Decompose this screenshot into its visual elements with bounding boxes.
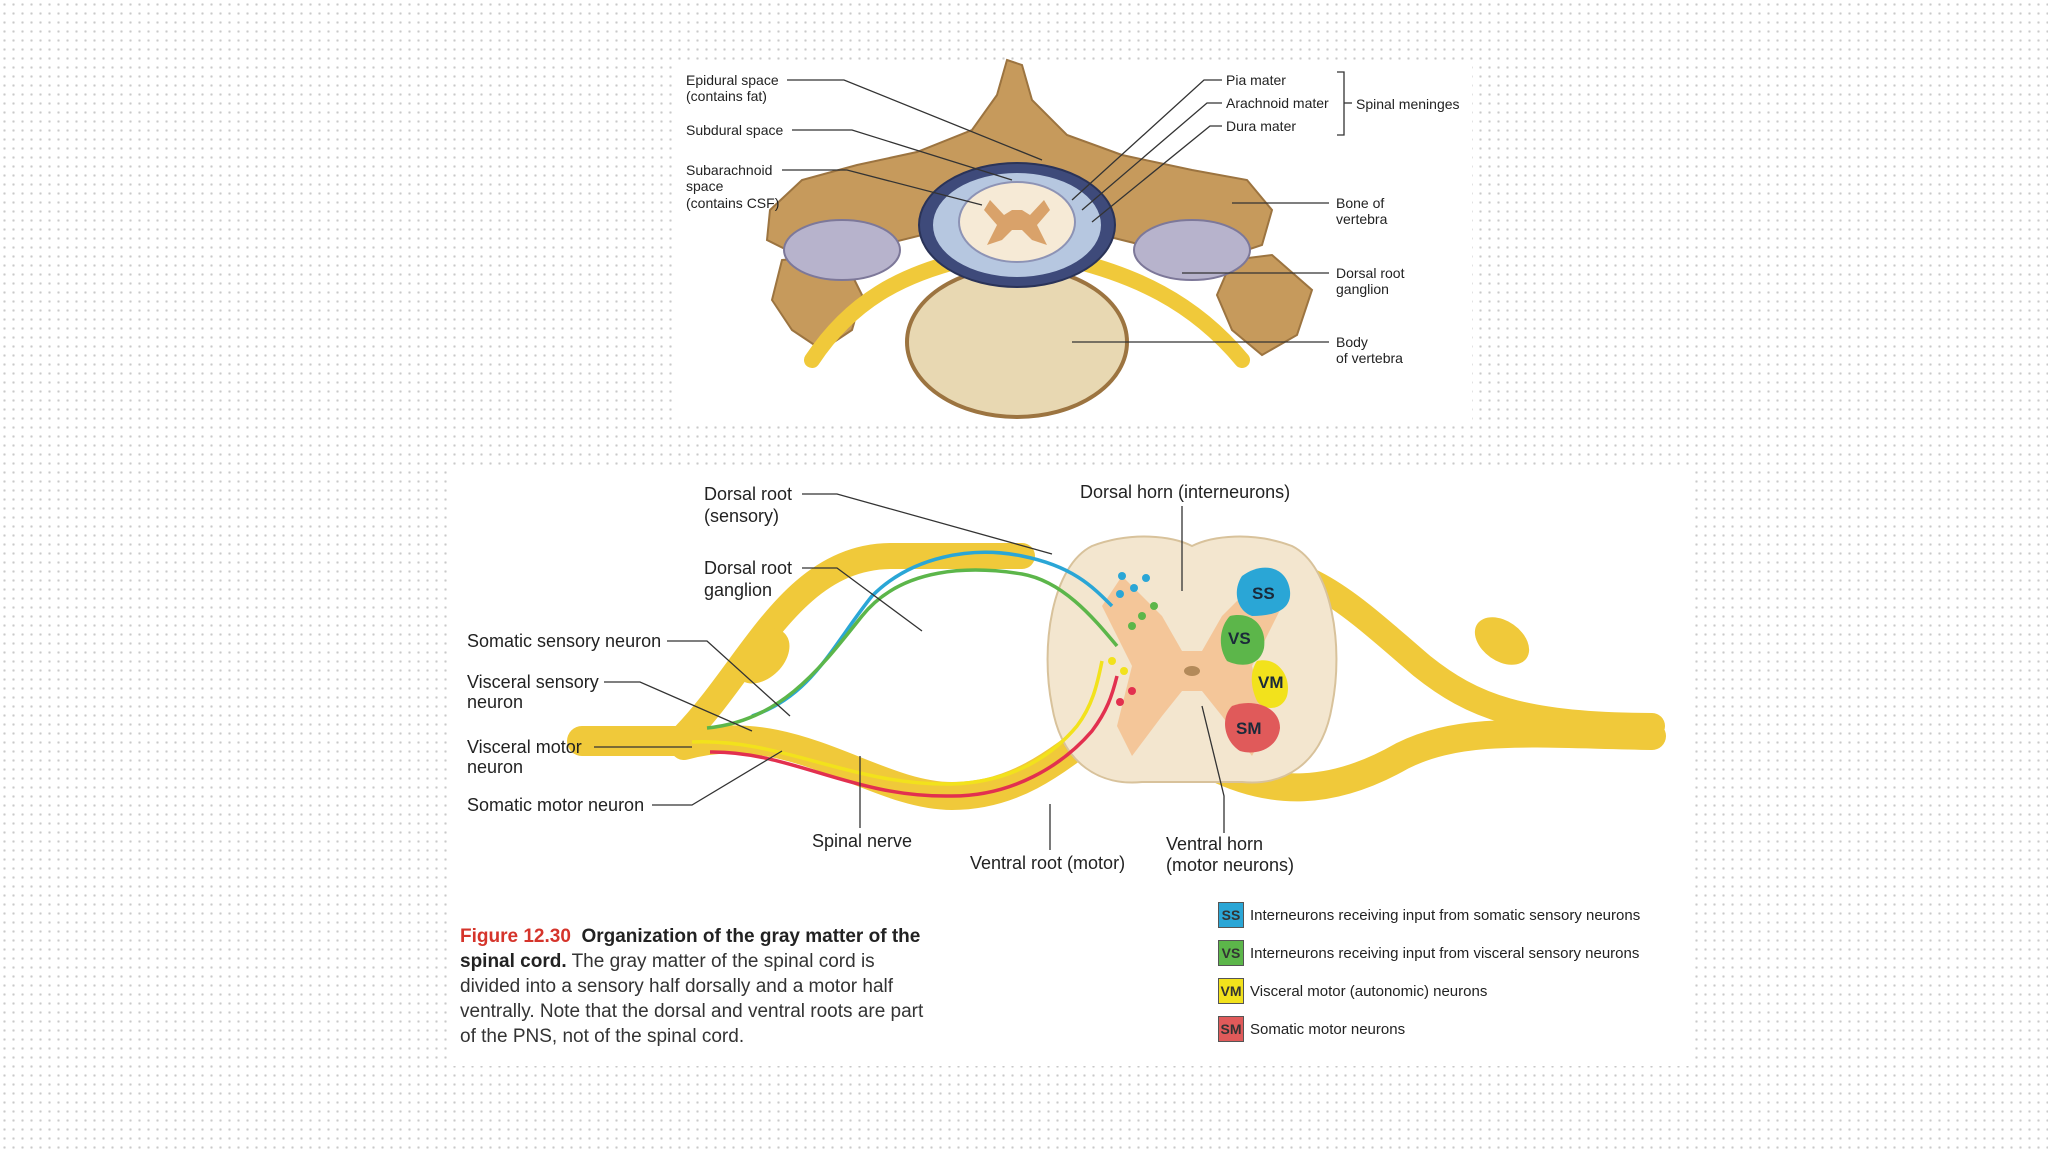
label-ventral-horn: Ventral horn (motor neurons) <box>1166 834 1294 875</box>
legend-text-ss: Interneurons receiving input from somati… <box>1250 906 1641 924</box>
region-legend: SS Interneurons receiving input from som… <box>1218 896 1640 1048</box>
label-subdural-space: Subdural space <box>686 122 784 138</box>
dorsal-root-nerve <box>671 543 1035 749</box>
label-spinal-meninges: Spinal meninges <box>1356 96 1460 112</box>
legend-item-vm: VM Visceral motor (autonomic) neurons <box>1218 972 1640 1010</box>
legend-swatch-ss: SS <box>1218 902 1244 928</box>
label-visceral-sensory-neuron: Visceral sensory neuron <box>467 672 604 712</box>
figure-caption: Figure 12.30 Organization of the gray ma… <box>460 924 930 1049</box>
legend-swatch-vm: VM <box>1218 978 1244 1004</box>
label-subarachnoid-space: Subarachnoid space (contains CSF) <box>686 162 779 211</box>
region-vm-label: VM <box>1258 673 1284 692</box>
top-labels: Epidural space (contains fat) Subdural s… <box>686 72 1460 366</box>
region-ss-shape <box>1236 567 1291 616</box>
label-bone-of-vertebra: Bone of vertebra <box>1336 195 1388 227</box>
label-dorsal-root-ganglion-top: Dorsal root ganglion <box>1336 265 1408 297</box>
legend-swatch-sm: SM <box>1218 1016 1244 1042</box>
gray-matter-shape <box>984 200 1050 245</box>
legend-item-vs: VS Interneurons receiving input from vis… <box>1218 934 1640 972</box>
region-vm-shape <box>1251 660 1288 708</box>
gray-matter-organization-panel: SS VS VM SM Dorsal root (sensory) Dorsal… <box>452 466 1692 1066</box>
central-canal <box>1184 666 1200 676</box>
label-somatic-motor-neuron: Somatic motor neuron <box>467 795 644 815</box>
spinal-nerve-left <box>804 252 970 368</box>
articular-facet-left <box>783 219 901 281</box>
region-sm-shape <box>1225 702 1280 753</box>
label-spinal-nerve: Spinal nerve <box>812 831 912 851</box>
interneuron-dots <box>1108 572 1158 706</box>
legend-item-sm: SM Somatic motor neurons <box>1218 1010 1640 1048</box>
label-dorsal-root-ganglion: Dorsal root ganglion <box>704 558 797 600</box>
bottom-leader-lines <box>594 493 1225 850</box>
legend-item-ss: SS Interneurons receiving input from som… <box>1218 896 1640 934</box>
figure-caption-text: The gray matter of the spinal cord is di… <box>460 951 924 1047</box>
dorsal-root-ganglion-shape <box>734 628 790 684</box>
label-visceral-motor-neuron: Visceral motor neuron <box>467 737 587 777</box>
articular-facet-right <box>1133 219 1251 281</box>
region-vs-label: VS <box>1228 629 1251 648</box>
region-sm-label: SM <box>1236 719 1262 738</box>
visceral-motor-neuron-line <box>691 660 1104 786</box>
bottom-labels: Dorsal root (sensory) Dorsal horn (inter… <box>467 482 1294 875</box>
vertebra-illustration: Epidural space (contains fat) Subdural s… <box>686 58 1460 419</box>
visceral-sensory-neuron-line <box>706 568 1119 730</box>
spinal-nerve-right <box>1064 252 1250 368</box>
right-ganglion-shape <box>1474 617 1530 665</box>
label-epidural-space: Epidural space (contains fat) <box>686 72 783 104</box>
label-dorsal-horn: Dorsal horn (interneurons) <box>1080 482 1290 502</box>
right-nerve-lower <box>1198 719 1666 802</box>
region-ss-label: SS <box>1252 584 1275 603</box>
legend-text-vs: Interneurons receiving input from viscer… <box>1250 944 1640 962</box>
label-pia-mater: Pia mater <box>1226 72 1286 88</box>
transverse-process-right <box>1215 253 1314 357</box>
legend-text-sm: Somatic motor neurons <box>1250 1020 1406 1038</box>
figure-number: Figure 12.30 <box>460 926 571 947</box>
right-dorsal-root <box>1457 886 1462 896</box>
label-ventral-root: Ventral root (motor) <box>970 853 1125 873</box>
figure-title: Organization of the gray matter of the s… <box>460 926 921 972</box>
label-body-of-vertebra: Body of vertebra <box>1336 334 1403 366</box>
vertebra-cross-section-panel: Epidural space (contains fat) Subdural s… <box>672 58 1472 422</box>
label-dorsal-root: Dorsal root (sensory) <box>704 484 797 526</box>
legend-swatch-vs: VS <box>1218 940 1244 966</box>
legend-text-vm: Visceral motor (autonomic) neurons <box>1250 982 1488 1000</box>
somatic-motor-neuron-line <box>709 675 1119 798</box>
region-vs-shape <box>1220 615 1265 665</box>
label-arachnoid-mater: Arachnoid mater <box>1226 95 1329 111</box>
spinal-cord-illustration: SS VS VM SM Dorsal root (sensory) Dorsal… <box>467 482 1666 896</box>
label-dura-mater: Dura mater <box>1226 118 1296 134</box>
ventral-root-nerve <box>670 712 1116 811</box>
label-somatic-sensory-neuron: Somatic sensory neuron <box>467 631 661 651</box>
top-leader-lines <box>782 71 1352 343</box>
